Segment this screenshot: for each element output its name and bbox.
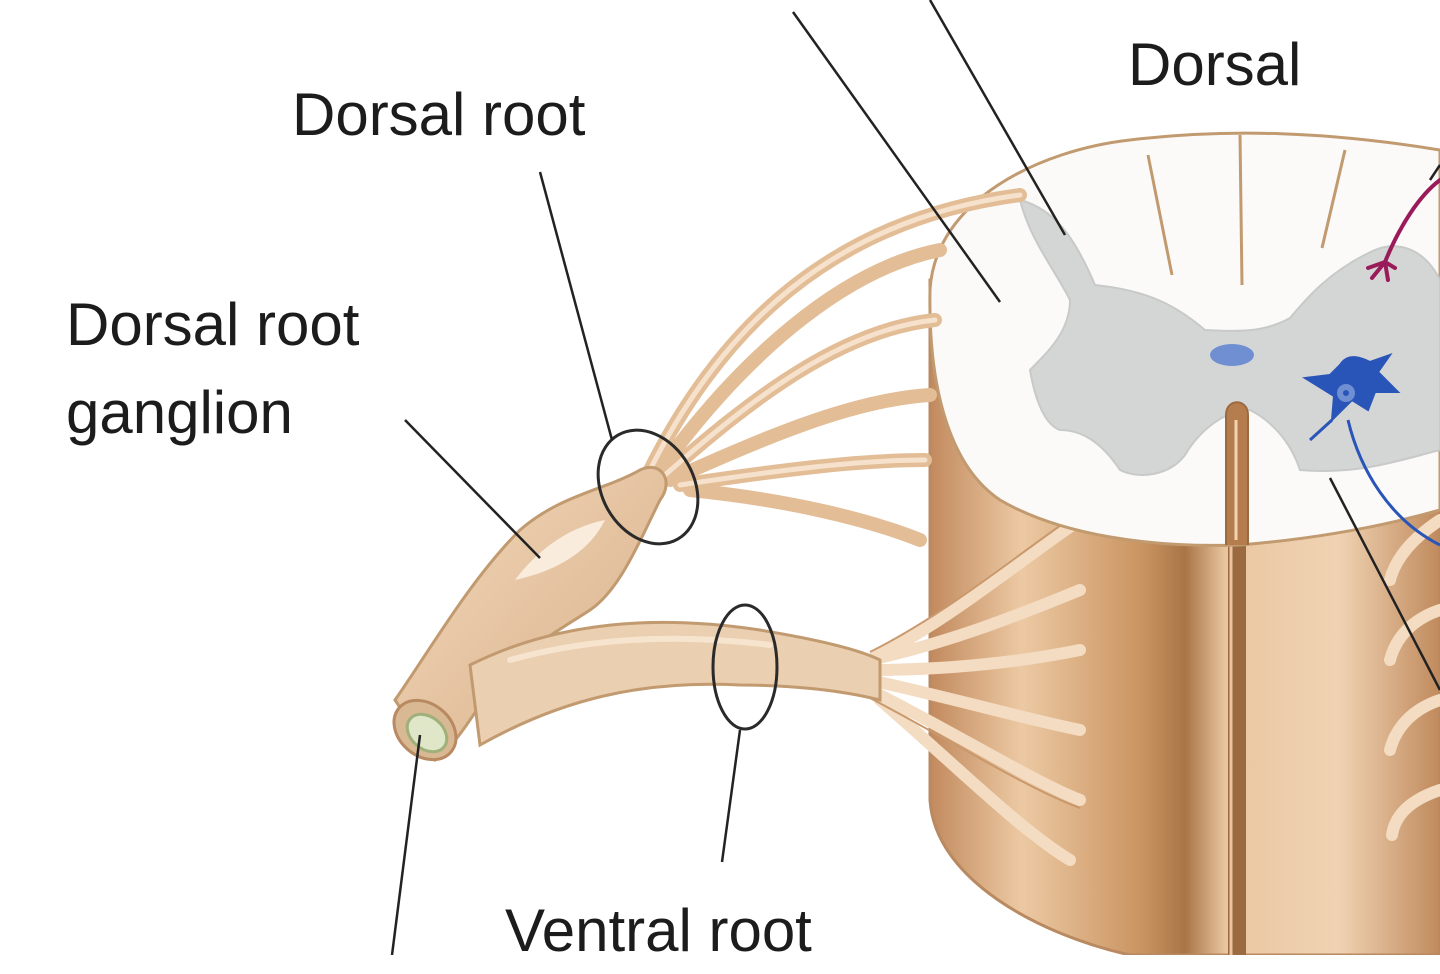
spinal-nerve-cut-end	[392, 698, 458, 762]
motor-neuron	[1302, 353, 1440, 547]
leader-line-white-matter	[791, 11, 1002, 303]
ventral-root	[468, 620, 882, 748]
leader-line-ventral-horn	[1328, 477, 1440, 691]
root-rings	[596, 428, 779, 731]
label-dorsal-root: Dorsal root	[292, 81, 586, 148]
label-dorsal-root-ganglion-line1: Dorsal root	[66, 291, 360, 358]
label-dorsal-root-ganglion-line2: ganglion	[66, 379, 293, 446]
label-ventral-root: Ventral root	[505, 897, 812, 964]
leader-line-ganglion	[404, 419, 541, 559]
leader-line-dorsal-root	[538, 171, 614, 441]
leader-line-sensory	[1428, 164, 1440, 181]
leader-line-spinal-nerve	[390, 734, 422, 955]
dorsal-rootlets-highlight	[647, 192, 1023, 488]
dorsal-root-ring	[596, 428, 700, 546]
central-canal	[1210, 344, 1254, 366]
ventral-rootlets-outline	[869, 511, 1081, 809]
leader-line-ventral-root	[720, 729, 742, 863]
ventral-root-ring	[711, 603, 779, 731]
ventral-rootlets	[864, 514, 1440, 866]
leader-line-gray-matter	[928, 0, 1067, 236]
leader-lines	[390, 0, 1440, 955]
label-dorsal: Dorsal	[1128, 31, 1302, 98]
sensory-fiber	[1366, 178, 1440, 282]
